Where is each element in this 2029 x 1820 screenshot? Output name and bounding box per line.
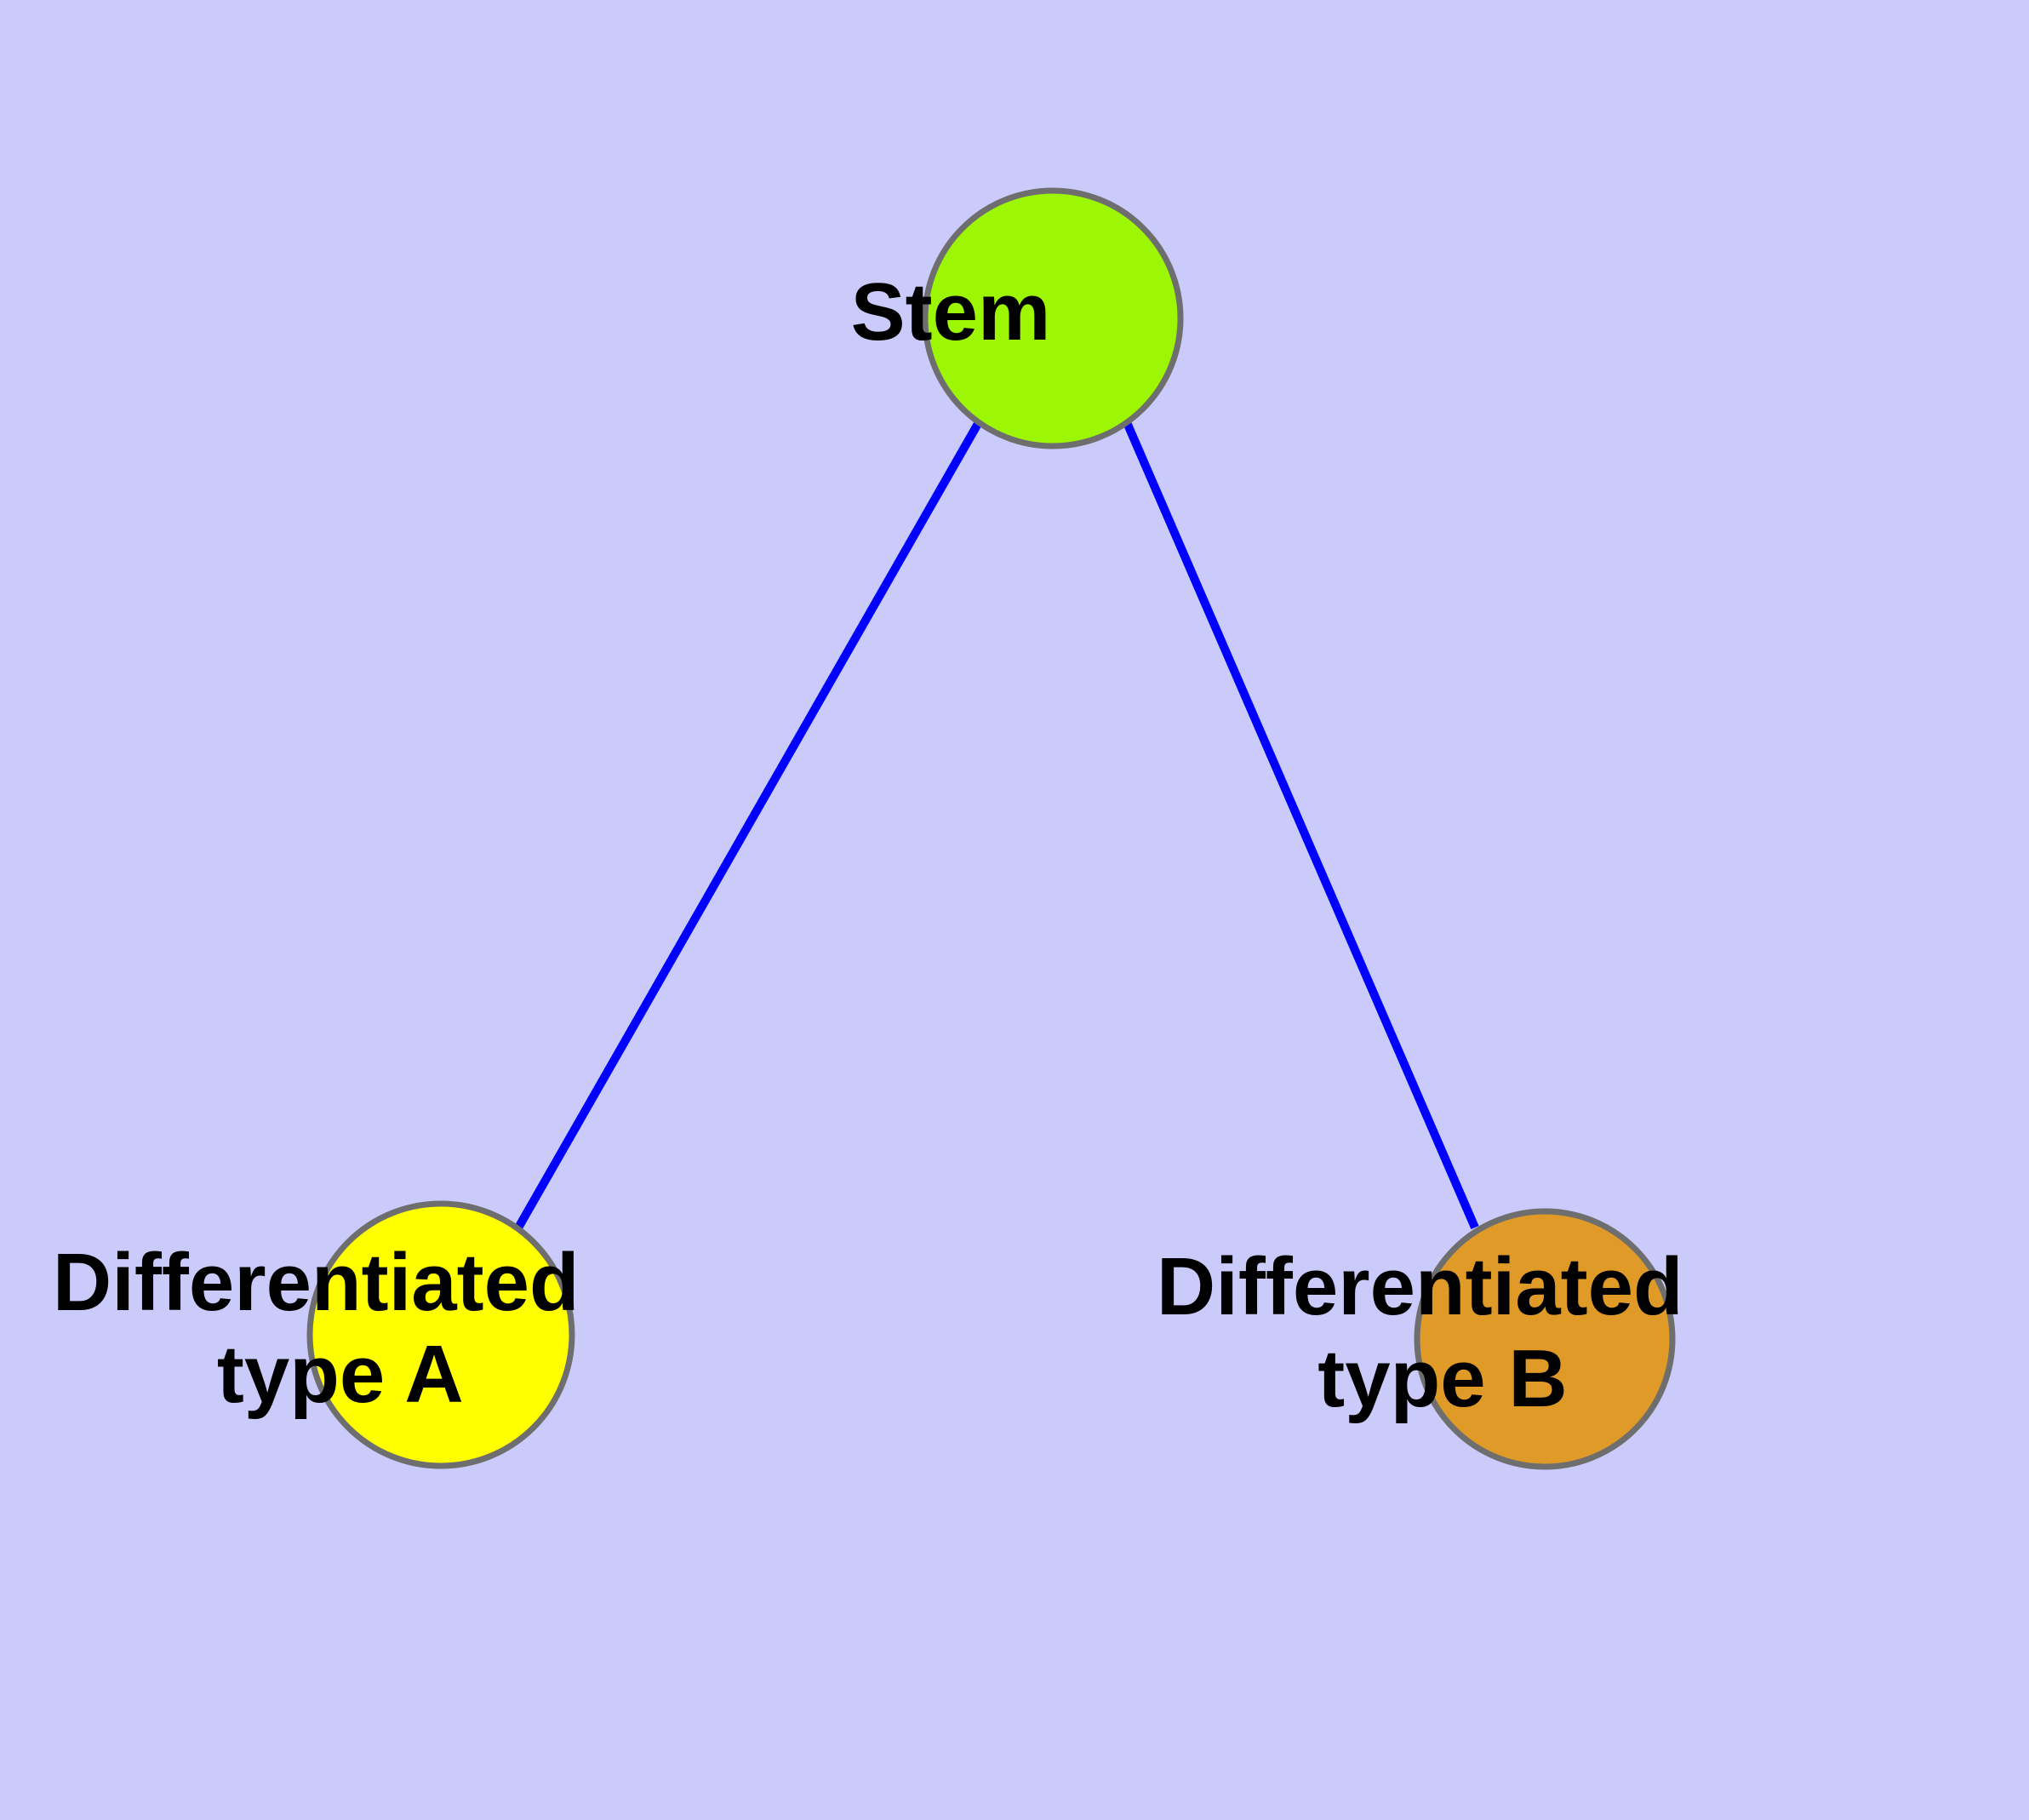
node-differentiated-type-b-label-line-2: type B [1317, 1333, 1567, 1424]
node-differentiated-type-a-circle[interactable] [306, 1200, 575, 1469]
node-differentiated-type-b-label: Differentiated type B [1157, 1242, 1683, 1425]
node-stem[interactable]: Stem [0, 0, 1255, 449]
node-differentiated-type-a-label-line-2: type A [217, 1329, 462, 1420]
node-differentiated-type-b[interactable]: Differentiated type B [0, 0, 1933, 1470]
node-stem-label: Stem [0, 0, 1255, 358]
node-differentiated-type-b-label-line-1: Differentiated [1157, 1242, 1683, 1333]
edge-stem-to-diff-b[interactable] [1122, 419, 1479, 1229]
nodes-layer: Stem Differentiated type A Differentiate… [0, 0, 1933, 1470]
node-differentiated-type-a[interactable]: Differentiated type A [0, 0, 829, 1469]
node-differentiated-type-b-circle[interactable] [1414, 1208, 1676, 1470]
node-differentiated-type-a-label: Differentiated type A [0, 0, 829, 1420]
node-stem-label-line-1: Stem [851, 266, 1051, 358]
edge-stem-to-diff-a[interactable] [513, 420, 983, 1232]
node-stem-circle[interactable] [922, 187, 1184, 449]
edges-layer [513, 419, 1479, 1232]
node-differentiated-type-a-label-line-1: Differentiated [53, 1238, 580, 1329]
